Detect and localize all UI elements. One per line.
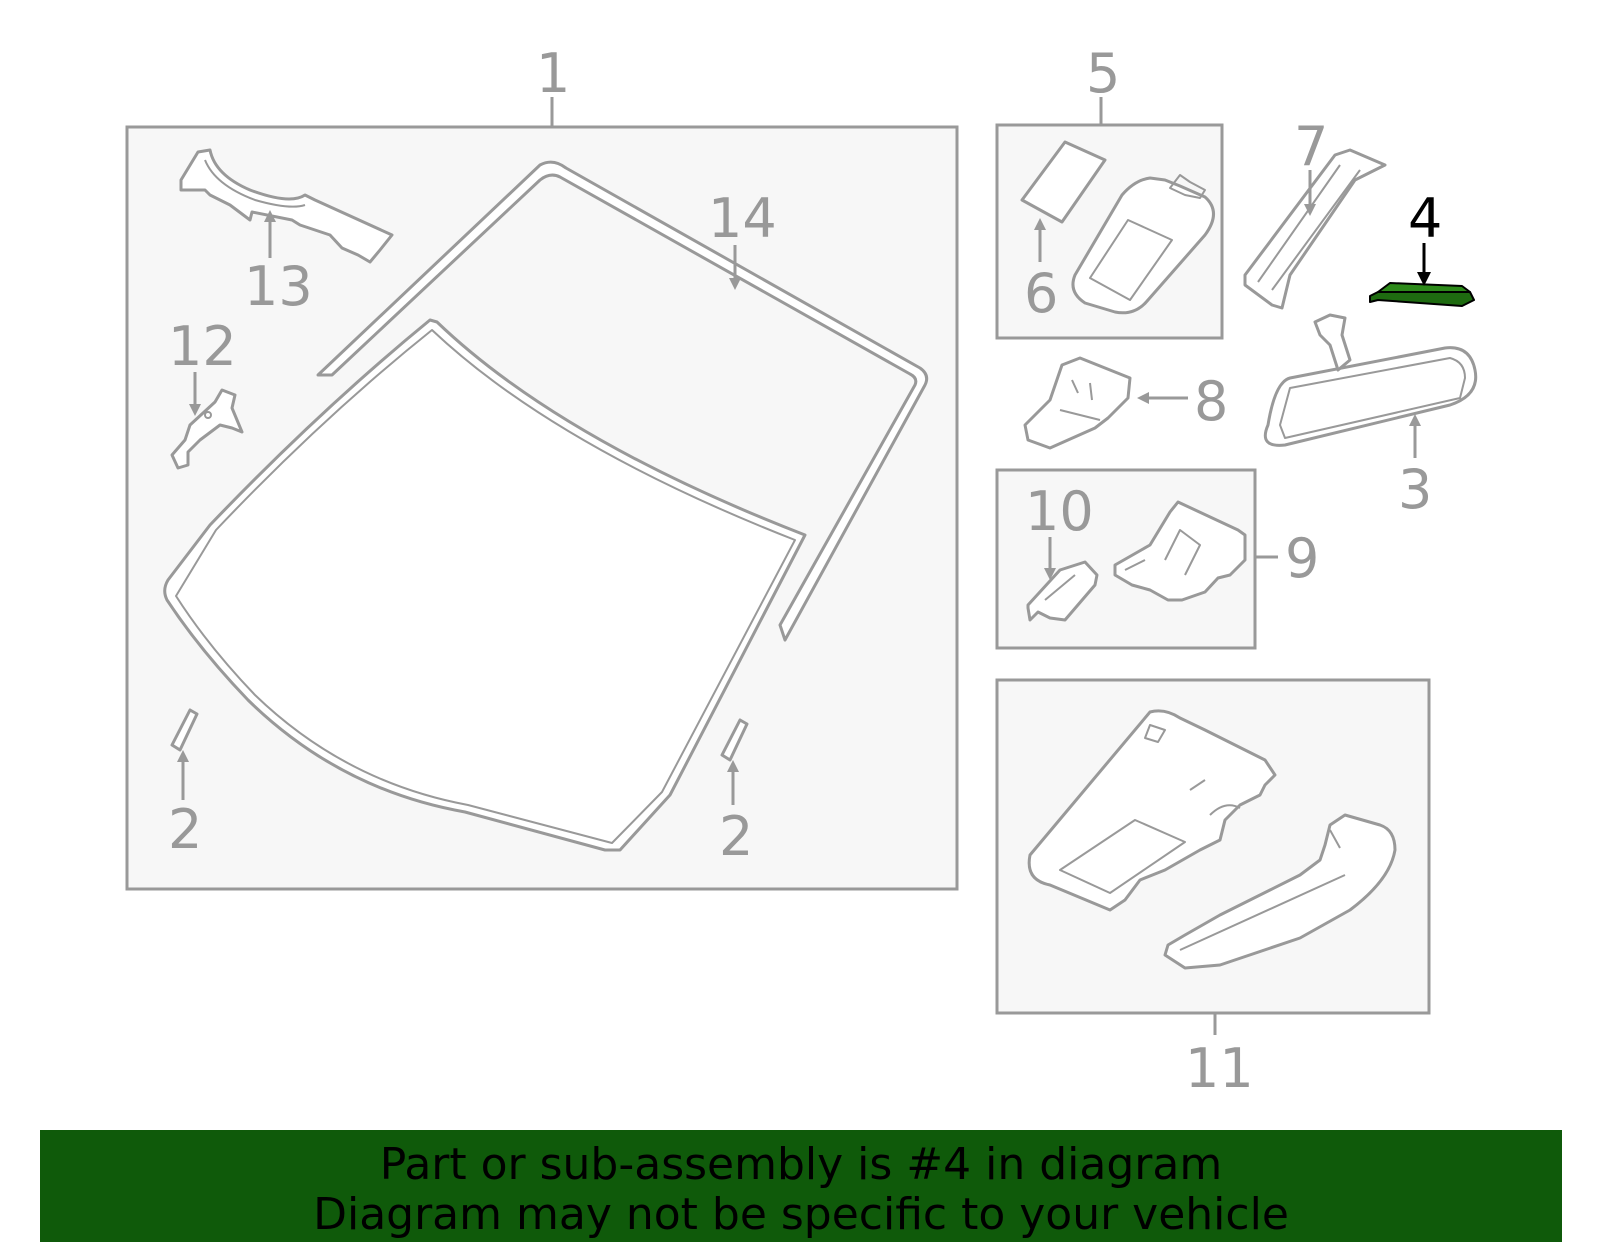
part-11-overhead-console (1027, 709, 1397, 970)
part-10-clip (1026, 560, 1099, 622)
callout-7: 7 (1294, 115, 1328, 178)
parts-diagram: 1 2 2 3 4 5 6 7 8 9 10 11 12 13 14 (125, 42, 1478, 1100)
part-5-sensor (1071, 174, 1215, 315)
callout-1: 1 (536, 42, 570, 105)
callout-6: 6 (1024, 262, 1058, 325)
part-2-right-spacer (720, 718, 749, 762)
part-8-bracket (1023, 356, 1132, 450)
callout-14: 14 (708, 187, 777, 250)
callout-10: 10 (1025, 480, 1094, 543)
callout-11: 11 (1185, 1037, 1254, 1100)
part-12-clip (170, 388, 244, 470)
part-7-garnish (1243, 148, 1387, 310)
part-9-bracket (1113, 500, 1247, 602)
info-banner: Part or sub-assembly is #4 in diagram Di… (40, 1130, 1562, 1242)
part-6-pad (1020, 140, 1107, 224)
banner-line-2: Diagram may not be specific to your vehi… (313, 1189, 1289, 1240)
callout-4-highlighted: 4 (1408, 187, 1442, 250)
part-4-cover-highlighted (1369, 282, 1475, 307)
callout-8: 8 (1194, 370, 1228, 433)
part-13-bracket (179, 148, 394, 264)
leader-lines (177, 170, 1431, 805)
banner-line-1: Part or sub-assembly is #4 in diagram (379, 1139, 1223, 1190)
part-14-molding (316, 160, 929, 642)
callout-13: 13 (244, 255, 313, 318)
callout-2-right: 2 (719, 805, 753, 868)
part-1-windshield (163, 318, 807, 852)
callout-12: 12 (168, 315, 237, 378)
callout-5: 5 (1086, 42, 1120, 105)
part-2-left-spacer (170, 708, 199, 752)
callout-9: 9 (1285, 527, 1319, 590)
part-3-mirror (1263, 313, 1478, 447)
callout-2-left: 2 (168, 798, 202, 861)
callout-3: 3 (1398, 458, 1432, 521)
